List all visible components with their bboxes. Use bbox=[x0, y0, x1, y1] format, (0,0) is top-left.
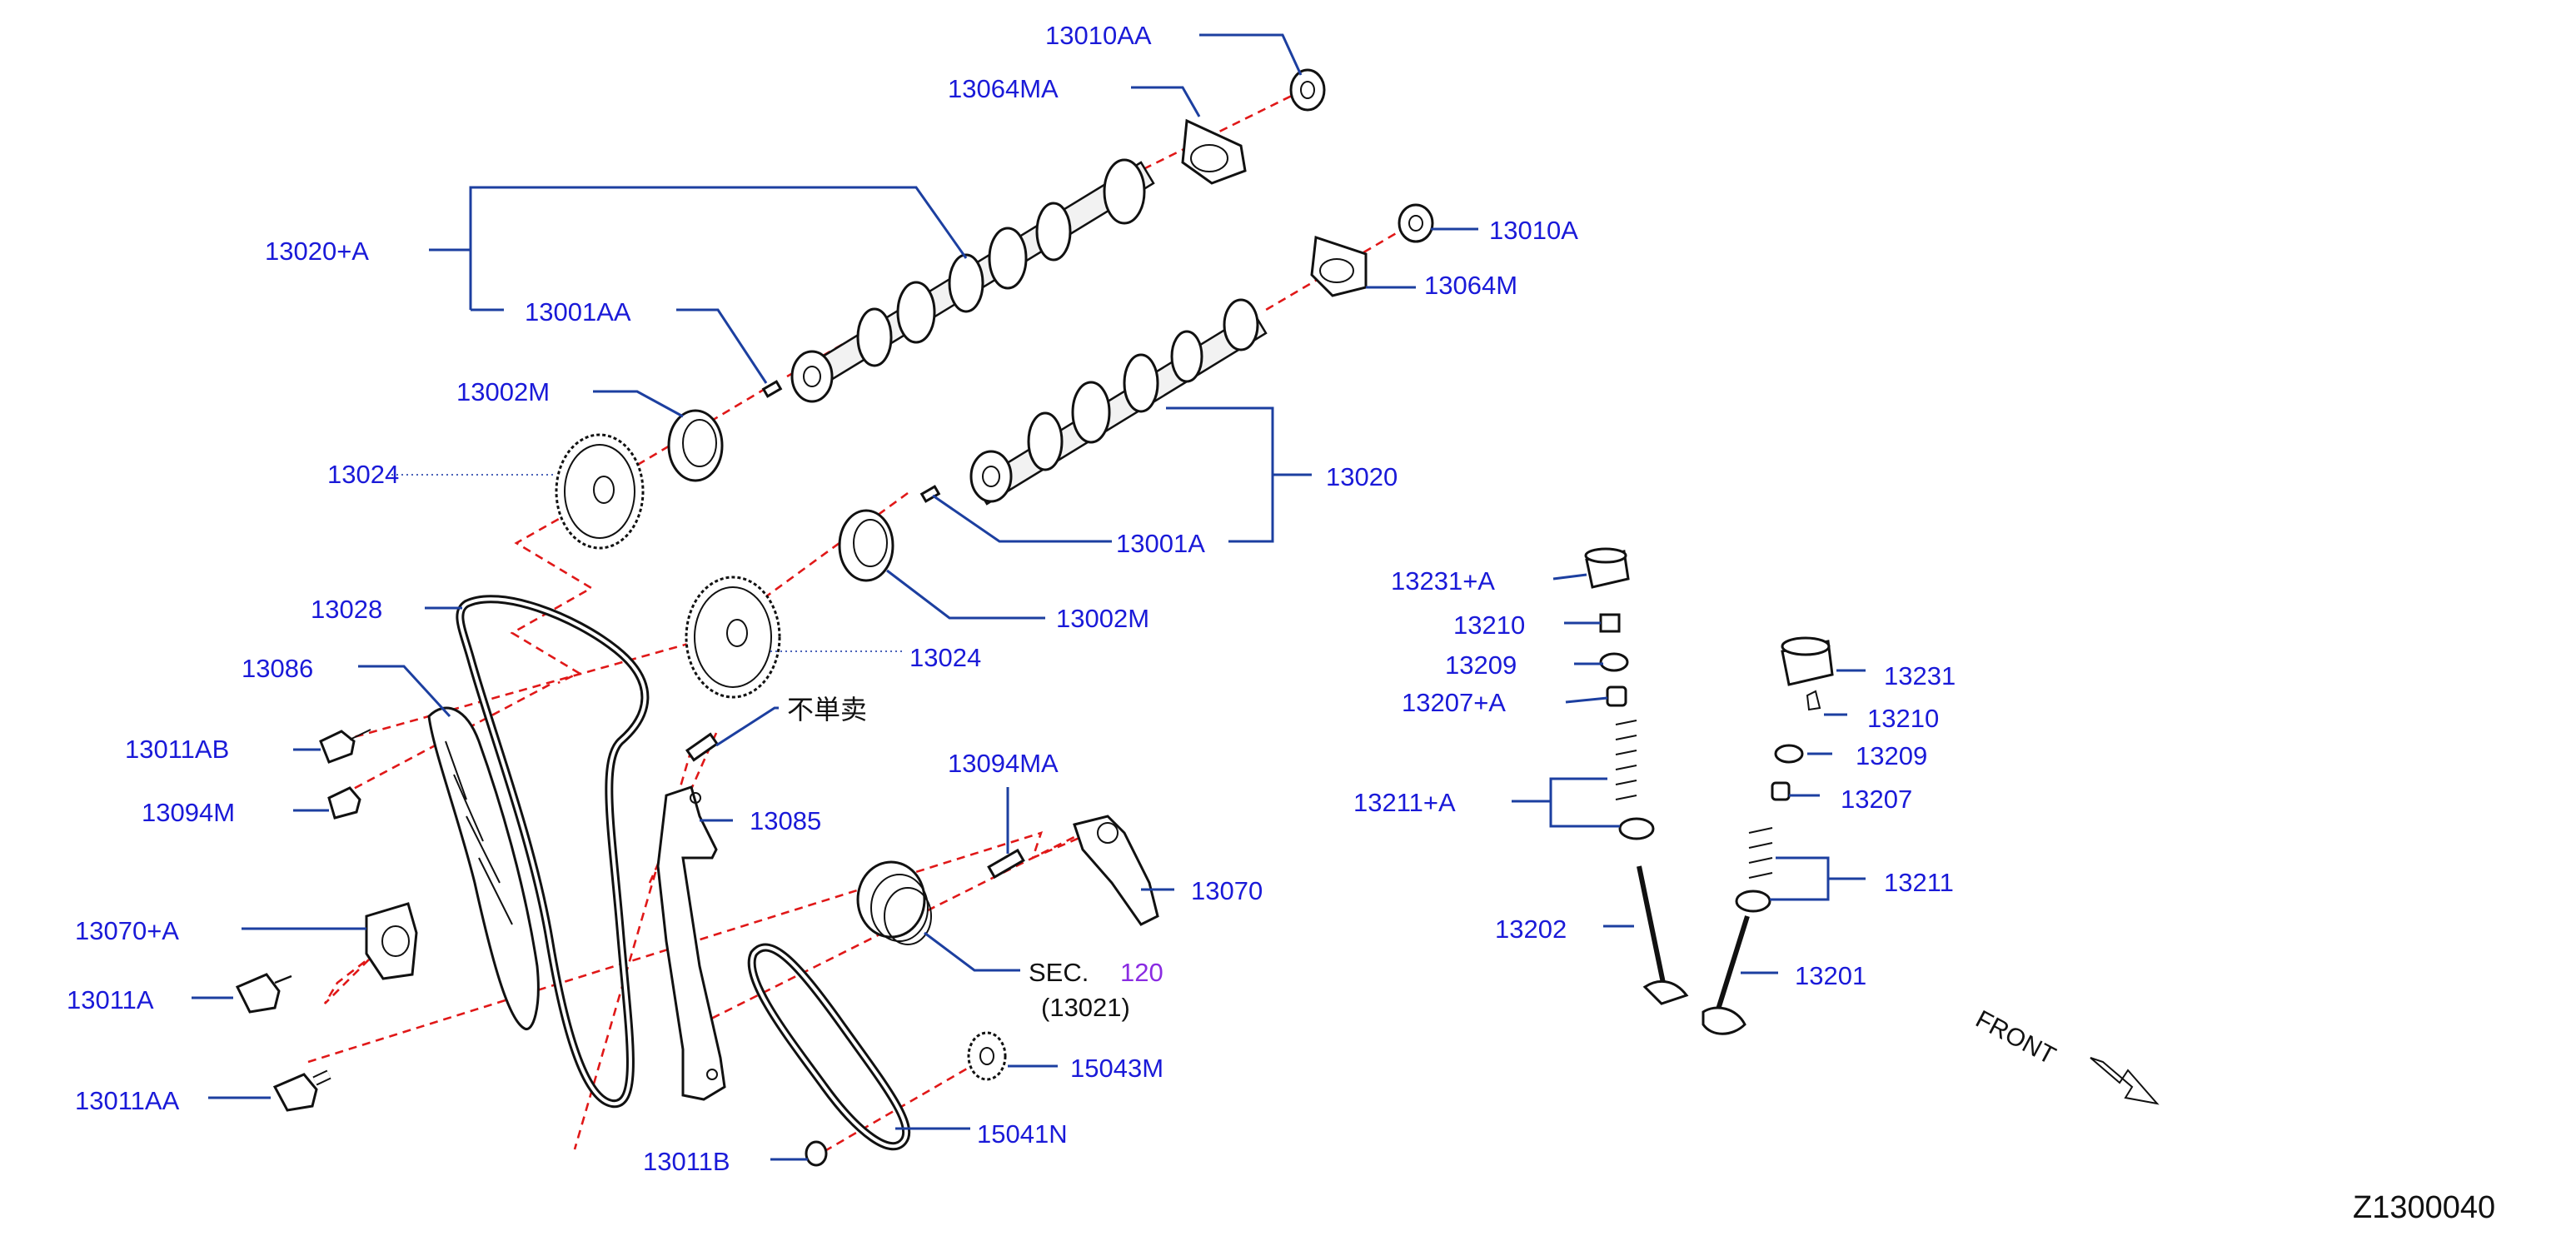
chain-tension-guide[interactable] bbox=[427, 706, 540, 1030]
callout-13209-left[interactable]: 13209 bbox=[1445, 650, 1517, 680]
oil-pump-chain-tensioner[interactable] bbox=[1073, 815, 1159, 926]
nut-13011B[interactable] bbox=[805, 1140, 828, 1167]
valve-retainer-13209-left[interactable] bbox=[1599, 652, 1629, 672]
chain-slack-guide[interactable] bbox=[656, 785, 726, 1101]
cam-sprocket-lower[interactable] bbox=[685, 576, 781, 699]
callout-13011B[interactable]: 13011B bbox=[643, 1147, 730, 1176]
callout-13024-mid[interactable]: 13024 bbox=[909, 643, 981, 672]
callout-13001A[interactable]: 13001A bbox=[1116, 529, 1205, 558]
callout-13202[interactable]: 13202 bbox=[1495, 915, 1567, 944]
valve-spring-13211A[interactable] bbox=[1615, 720, 1655, 840]
cam-bracket-lower[interactable] bbox=[1310, 235, 1368, 297]
callout-13207A[interactable]: 13207+A bbox=[1402, 688, 1506, 717]
valve-cotter-13210-right[interactable] bbox=[1806, 690, 1821, 711]
callout-13020A[interactable]: 13020+A bbox=[265, 237, 369, 266]
callout-sec-sub[interactable]: (13021) bbox=[1041, 993, 1130, 1022]
valve-lifter-13231[interactable] bbox=[1781, 636, 1834, 686]
dowel-not-sold-separately[interactable] bbox=[685, 732, 720, 762]
intake-camshaft[interactable] bbox=[790, 158, 1155, 403]
dowel-pin-upper[interactable] bbox=[761, 380, 783, 398]
callout-sec-prefix[interactable]: SEC. bbox=[1029, 958, 1089, 987]
cam-sprocket-seal-upper[interactable] bbox=[667, 409, 724, 482]
callout-13211[interactable]: 13211 bbox=[1884, 868, 1954, 897]
valve-seal-13207A[interactable] bbox=[1606, 685, 1627, 707]
oil-pump-sprocket[interactable] bbox=[967, 1031, 1007, 1081]
callout-13001AA[interactable]: 13001AA bbox=[525, 297, 631, 326]
callout-13070A[interactable]: 13070+A bbox=[75, 916, 179, 945]
callout-13209-right[interactable]: 13209 bbox=[1856, 741, 1927, 770]
front-label: FRONT bbox=[1971, 1005, 2060, 1070]
chain-tensioner[interactable] bbox=[365, 902, 418, 980]
valve-seal-13207[interactable] bbox=[1771, 781, 1791, 801]
cam-plug-lower[interactable] bbox=[1398, 203, 1434, 243]
callout-13002M-mid[interactable]: 13002M bbox=[1056, 604, 1149, 633]
cam-sprocket-seal-lower[interactable] bbox=[838, 509, 894, 582]
center-lines bbox=[307, 88, 1408, 1155]
valve-lifter-13231A[interactable] bbox=[1584, 547, 1630, 589]
bolt-13011AB[interactable] bbox=[319, 729, 371, 764]
callout-13094M[interactable]: 13094M bbox=[142, 798, 235, 827]
callout-not-sold-separately[interactable]: 不単卖 bbox=[787, 695, 867, 725]
diagram-id: Z1300040 bbox=[2353, 1190, 2495, 1225]
callout-13024-top[interactable]: 13024 bbox=[327, 460, 399, 489]
valve-retainer-13209-right[interactable] bbox=[1774, 744, 1804, 764]
callout-13231A[interactable]: 13231+A bbox=[1391, 566, 1495, 596]
callout-13020[interactable]: 13020 bbox=[1326, 462, 1398, 491]
callout-13231[interactable]: 13231 bbox=[1884, 661, 1956, 690]
valve-spring-13211[interactable] bbox=[1735, 827, 1773, 913]
callout-13010A[interactable]: 13010A bbox=[1489, 216, 1578, 245]
callout-13064MA[interactable]: 13064MA bbox=[948, 74, 1059, 103]
cam-plug-upper[interactable] bbox=[1289, 68, 1326, 112]
dowel-pin-lower[interactable] bbox=[919, 485, 941, 503]
callout-15041N[interactable]: 15041N bbox=[977, 1119, 1068, 1149]
intake-valve-13201[interactable] bbox=[1702, 915, 1750, 1035]
callout-13086[interactable]: 13086 bbox=[242, 654, 313, 683]
oil-pump-chain[interactable] bbox=[747, 943, 911, 1151]
callout-13094MA[interactable]: 13094MA bbox=[948, 749, 1059, 778]
bolt-13094M[interactable] bbox=[327, 786, 361, 820]
callout-13085[interactable]: 13085 bbox=[750, 806, 821, 835]
callout-13064M[interactable]: 13064M bbox=[1424, 271, 1517, 300]
valve-cotter-13210-left[interactable] bbox=[1599, 613, 1621, 633]
callout-13211A[interactable]: 13211+A bbox=[1353, 788, 1456, 817]
callout-13010AA[interactable]: 13010AA bbox=[1045, 21, 1152, 50]
callout-labels: 13010AA 13064MA 13020+A 13001AA 13002M 1… bbox=[67, 21, 2495, 1225]
exhaust-valve-13202[interactable] bbox=[1637, 865, 1689, 1005]
callout-15043M[interactable]: 15043M bbox=[1070, 1054, 1163, 1083]
leader-lines bbox=[192, 33, 1866, 1161]
callout-13011AA[interactable]: 13011AA bbox=[75, 1086, 180, 1115]
callout-13210-left[interactable]: 13210 bbox=[1453, 611, 1525, 640]
callout-13002M-top[interactable]: 13002M bbox=[456, 377, 550, 406]
callout-sec-number[interactable]: 120 bbox=[1120, 958, 1163, 987]
crankshaft-sprocket[interactable] bbox=[856, 860, 932, 945]
callout-13011A[interactable]: 13011A bbox=[67, 985, 154, 1014]
bolt-13011AA[interactable] bbox=[272, 1069, 331, 1112]
timing-chain[interactable] bbox=[456, 595, 650, 1109]
exhaust-camshaft[interactable] bbox=[969, 298, 1268, 506]
bolt-13011A[interactable] bbox=[235, 973, 292, 1014]
callout-13207[interactable]: 13207 bbox=[1841, 785, 1912, 814]
front-arrow-icon bbox=[2090, 1057, 2160, 1105]
callout-13201[interactable]: 13201 bbox=[1795, 961, 1866, 990]
cam-bracket-upper[interactable] bbox=[1181, 118, 1247, 185]
cam-sprocket-upper[interactable] bbox=[555, 433, 645, 550]
callout-13028[interactable]: 13028 bbox=[311, 595, 382, 624]
callout-13011AB[interactable]: 13011AB bbox=[125, 735, 229, 764]
callout-13210-right[interactable]: 13210 bbox=[1867, 704, 1939, 733]
dowel-13094MA[interactable] bbox=[987, 848, 1025, 880]
callout-13070[interactable]: 13070 bbox=[1191, 876, 1263, 905]
